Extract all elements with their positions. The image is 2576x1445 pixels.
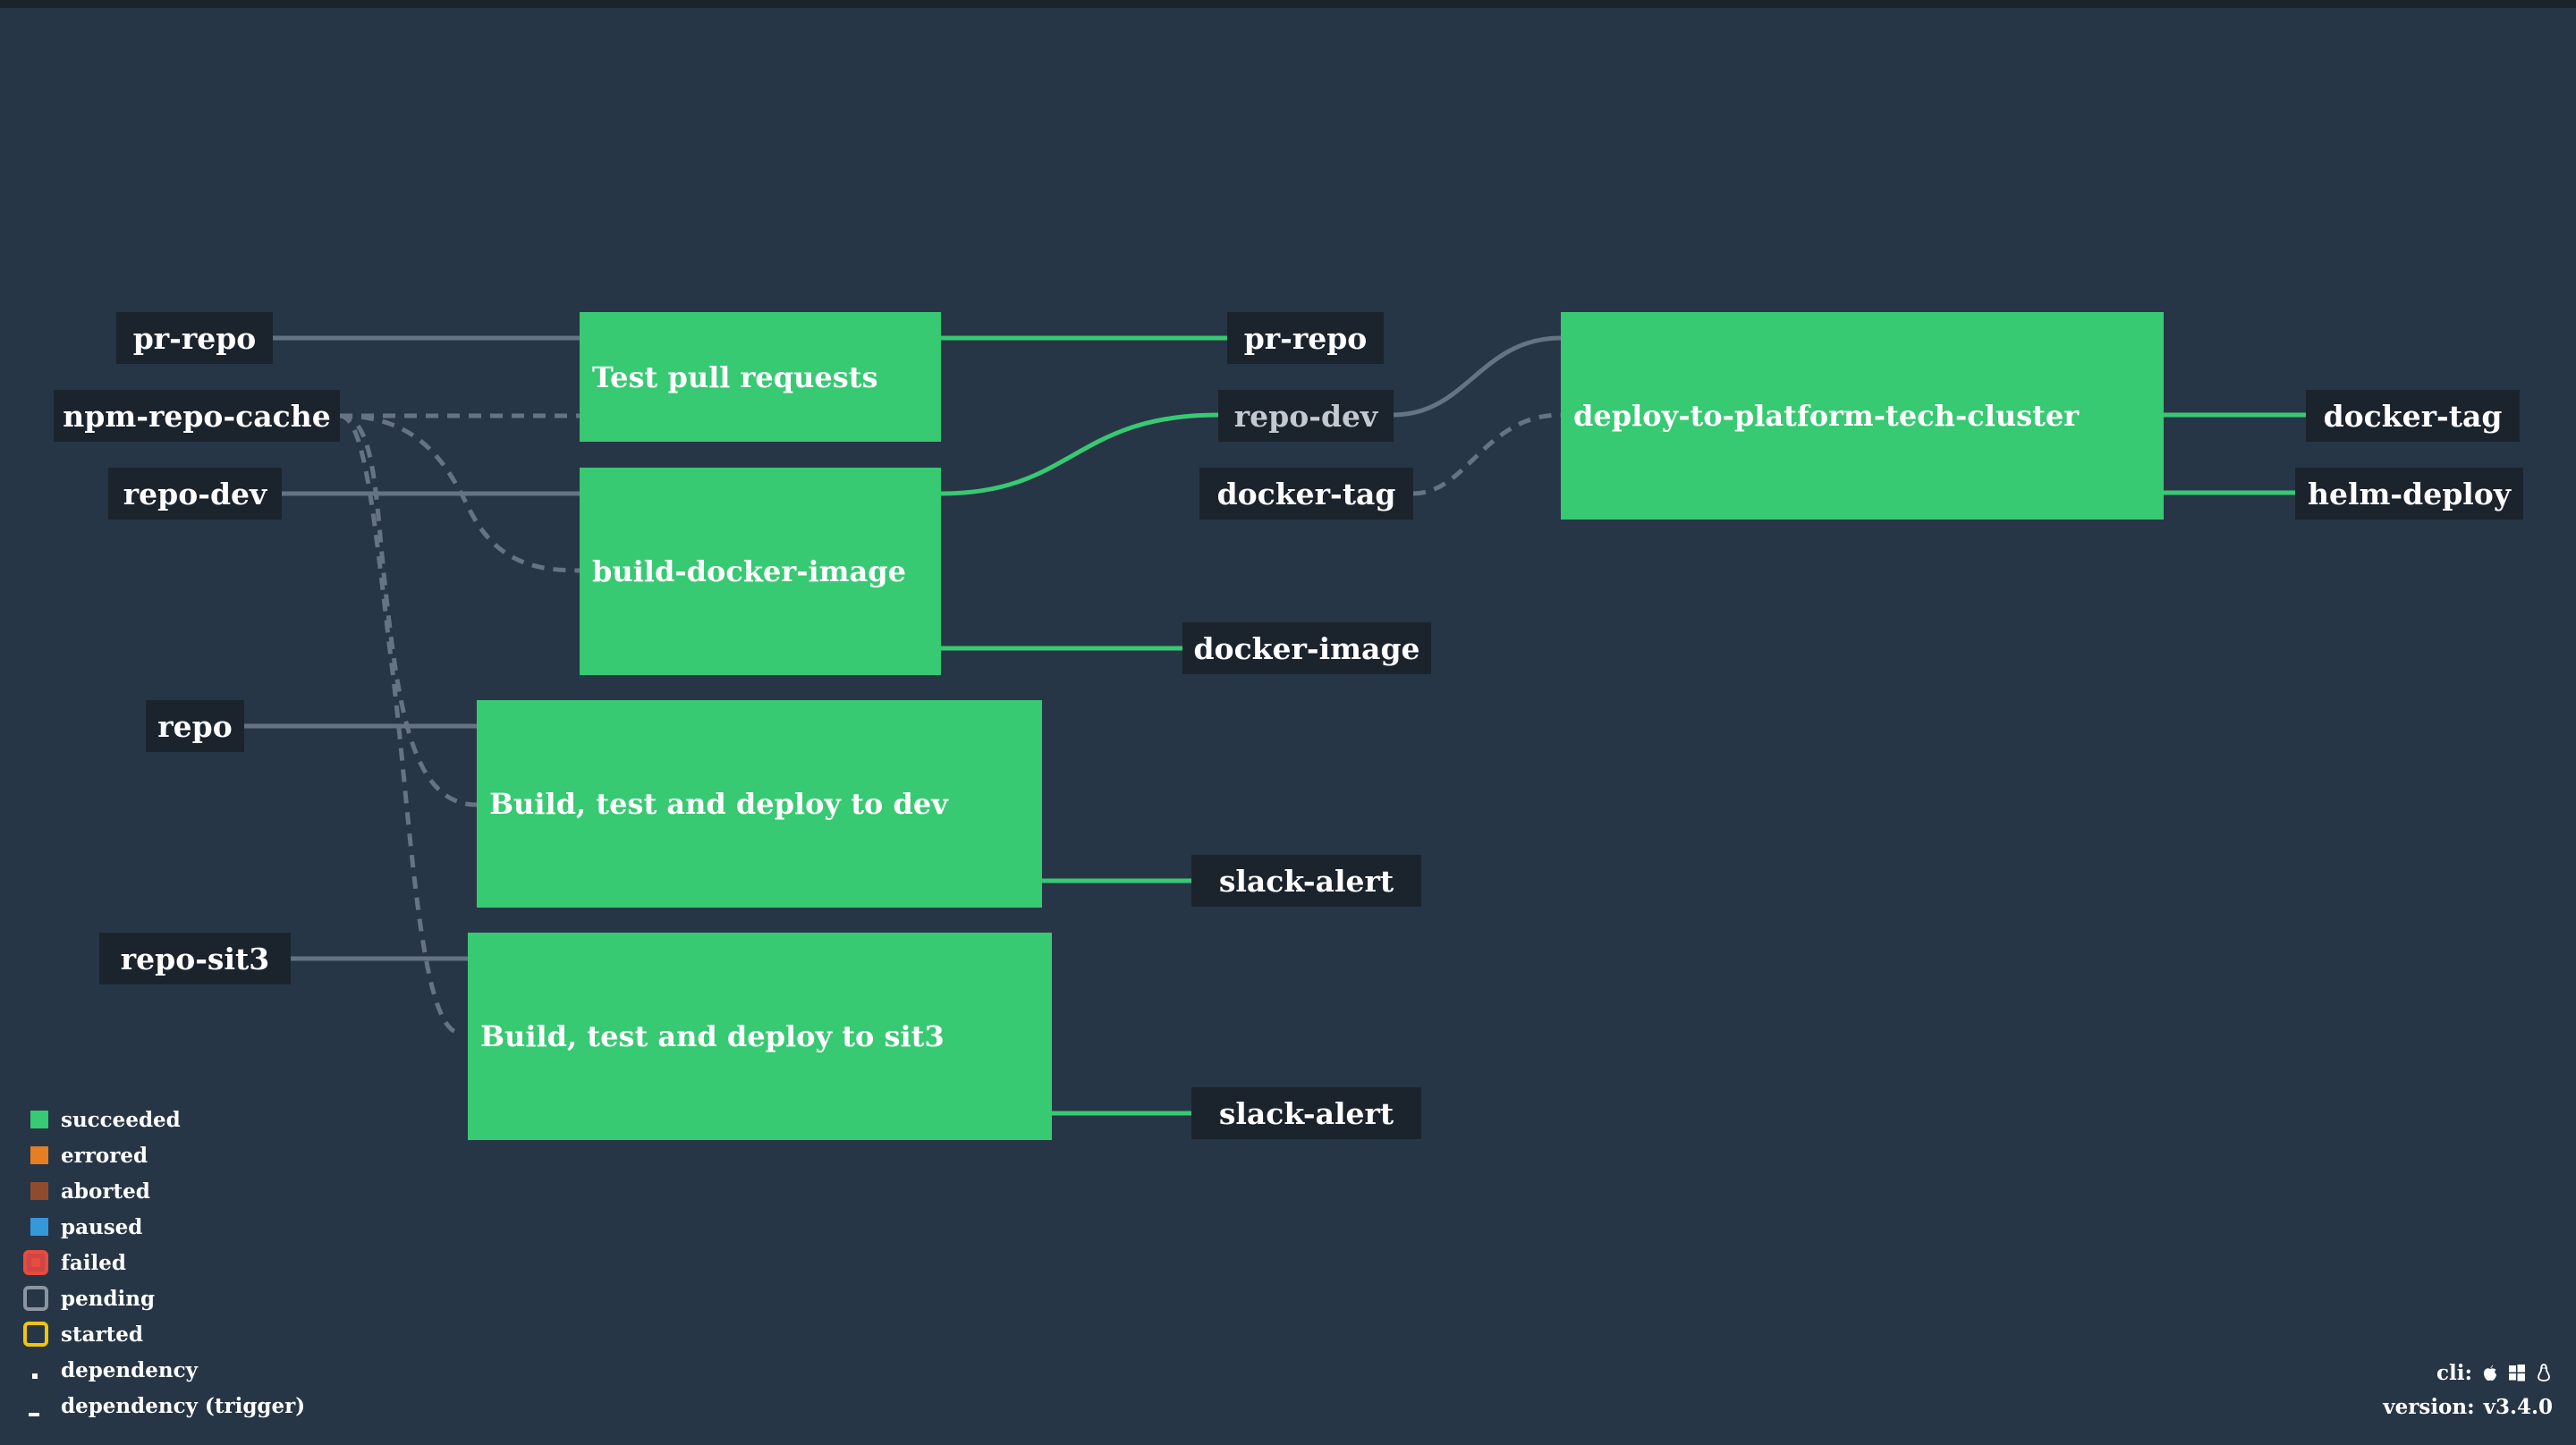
resource-repo[interactable]: repo <box>146 700 244 752</box>
resource-docker-tag-out[interactable]: docker-tag <box>2306 390 2520 442</box>
failed-swatch <box>23 1250 48 1275</box>
resource-slack-alert-sit3[interactable]: slack-alert <box>1191 1087 1421 1139</box>
succeeded-swatch <box>30 1111 48 1128</box>
resource-slack-alert-dev[interactable]: slack-alert <box>1191 855 1421 907</box>
legend-label: pending <box>61 1286 156 1311</box>
resource-docker-image[interactable]: docker-image <box>1182 622 1431 674</box>
edge-npm-cache-to-build-dev <box>339 413 478 807</box>
windows-icon[interactable] <box>2508 1364 2526 1382</box>
cli-label: cli: <box>2436 1360 2472 1385</box>
edge-build-docker-to-repo-dev <box>940 412 1219 496</box>
legend-label: failed <box>61 1250 126 1275</box>
job-deploy-to-platform-tech-cluster[interactable]: deploy-to-platform-tech-cluster <box>1561 312 2164 520</box>
legend-label: aborted <box>61 1179 150 1204</box>
legend-label: started <box>61 1322 143 1347</box>
apple-icon[interactable] <box>2481 1364 2499 1382</box>
resource-helm-deploy[interactable]: helm-deploy <box>2295 468 2523 520</box>
legend-label: dependency (trigger) <box>61 1393 306 1418</box>
resource-npm-repo-cache[interactable]: npm-repo-cache <box>54 390 340 442</box>
resource-pr-repo-out[interactable]: pr-repo <box>1227 312 1384 364</box>
linux-icon[interactable] <box>2535 1364 2553 1382</box>
job-build-docker-image[interactable]: build-docker-image <box>580 468 941 675</box>
edge-repo-dev-to-deploy <box>1393 335 1562 418</box>
job-test-pull-requests[interactable]: Test pull requests <box>580 312 941 442</box>
edge-npm-cache-to-build-docker <box>339 413 580 573</box>
dependency-trigger-swatch <box>29 1413 39 1416</box>
legend-label: dependency <box>61 1357 198 1382</box>
legend-label: paused <box>61 1214 143 1239</box>
top-bar <box>0 0 2576 8</box>
job-build-deploy-dev[interactable]: Build, test and deploy to dev <box>477 700 1042 908</box>
job-build-deploy-sit3[interactable]: Build, test and deploy to sit3 <box>468 933 1052 1140</box>
legend-label: errored <box>61 1143 148 1168</box>
edge-npm-cache-to-build-sit3 <box>339 413 460 1035</box>
cli-info: cli: version: v3.4.0 <box>2383 1356 2553 1424</box>
resource-pr-repo[interactable]: pr-repo <box>116 312 273 364</box>
errored-swatch <box>30 1146 48 1164</box>
started-swatch <box>23 1322 48 1347</box>
resource-repo-dev[interactable]: repo-dev <box>108 468 282 520</box>
dependency-swatch <box>32 1373 38 1379</box>
pending-swatch <box>23 1286 48 1311</box>
aborted-swatch <box>30 1182 48 1200</box>
resource-docker-tag-mid[interactable]: docker-tag <box>1199 468 1413 520</box>
cli-downloads: cli: <box>2383 1356 2553 1390</box>
version-row: version: v3.4.0 <box>2383 1390 2553 1424</box>
legend-label: succeeded <box>61 1107 181 1132</box>
paused-swatch <box>30 1218 48 1236</box>
edge-docker-tag-to-deploy <box>1412 412 1562 496</box>
resource-repo-dev-mid[interactable]: repo-dev <box>1218 390 1394 442</box>
resource-repo-sit3[interactable]: repo-sit3 <box>99 933 291 984</box>
version-label: version: <box>2383 1394 2475 1419</box>
version-value: v3.4.0 <box>2483 1394 2553 1419</box>
